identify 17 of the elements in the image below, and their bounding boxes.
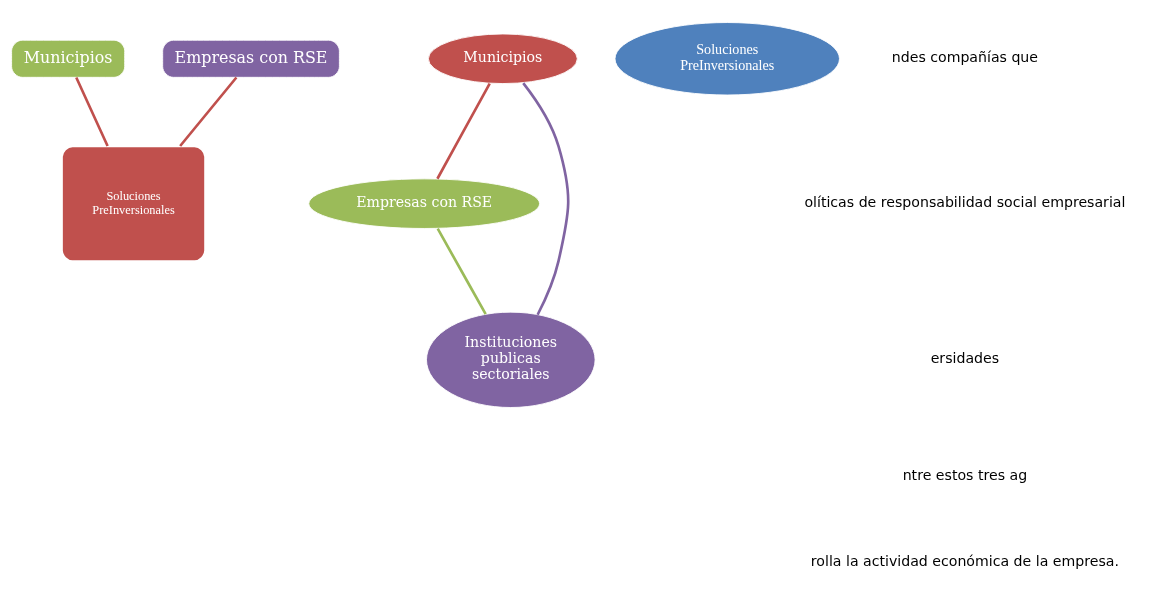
node-ellipse: Instituciones publicas sectoriales	[426, 311, 596, 408]
connector	[179, 76, 238, 147]
label: ersidades	[930, 350, 1000, 367]
node-box: Soluciones PreInversionales	[61, 145, 206, 262]
connector	[75, 76, 109, 147]
label: ndes compañías que	[891, 49, 1039, 66]
label: olíticas de responsabilidad social empresarial	[804, 194, 1126, 211]
connector	[436, 82, 491, 180]
node-ellipse: Empresas con RSE	[308, 178, 541, 229]
connector	[436, 228, 487, 315]
node-box: Empresas con RSE	[162, 39, 340, 78]
node-ellipse: Soluciones PreInversionales	[614, 22, 840, 96]
label: ntre estos tres ag	[902, 466, 1028, 483]
label: rolla la actividad económica de la empresa.	[810, 553, 1119, 570]
node-box: Municipios	[11, 39, 126, 78]
node-ellipse: Municipios	[427, 33, 578, 84]
connector	[522, 82, 570, 316]
